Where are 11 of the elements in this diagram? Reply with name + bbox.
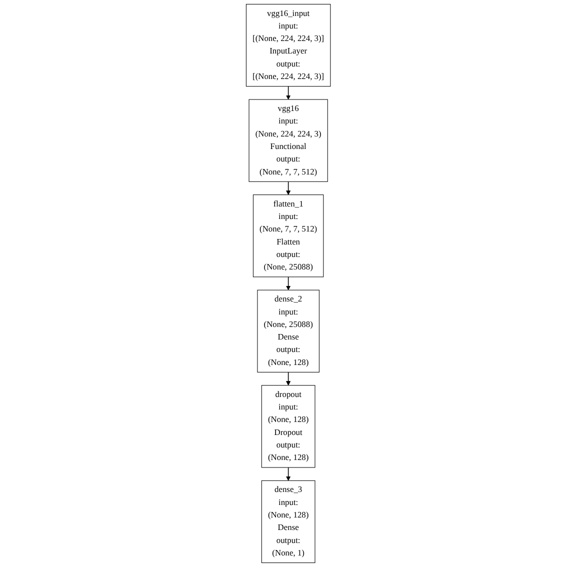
- node-box: vgg16 input: (None, 224, 224, 3) Functional output: (None, 7, 7, 512): [248, 99, 328, 182]
- node-box: dense_2 input: (None, 25088) Dense output: (None, 128): [257, 290, 320, 372]
- node-box: vgg16_input input: [(None, 224, 224, 3)] InputLayer output: [(None, 224, 224, 3)]: [246, 4, 331, 87]
- arrow: [286, 276, 291, 290]
- node-box: flatten_1 input: (None, 7, 7, 512) Flatten output: (None, 25088): [253, 194, 324, 278]
- node-box: dense_3 input: (None, 128) Dense output: (None, 1): [262, 480, 316, 564]
- arrow: [286, 181, 291, 195]
- arrow: [286, 86, 291, 100]
- node-box: dropout input: (None, 128) Dropout output: (None, 128): [262, 385, 316, 468]
- arrow: [286, 372, 291, 386]
- arrow: [286, 467, 291, 481]
